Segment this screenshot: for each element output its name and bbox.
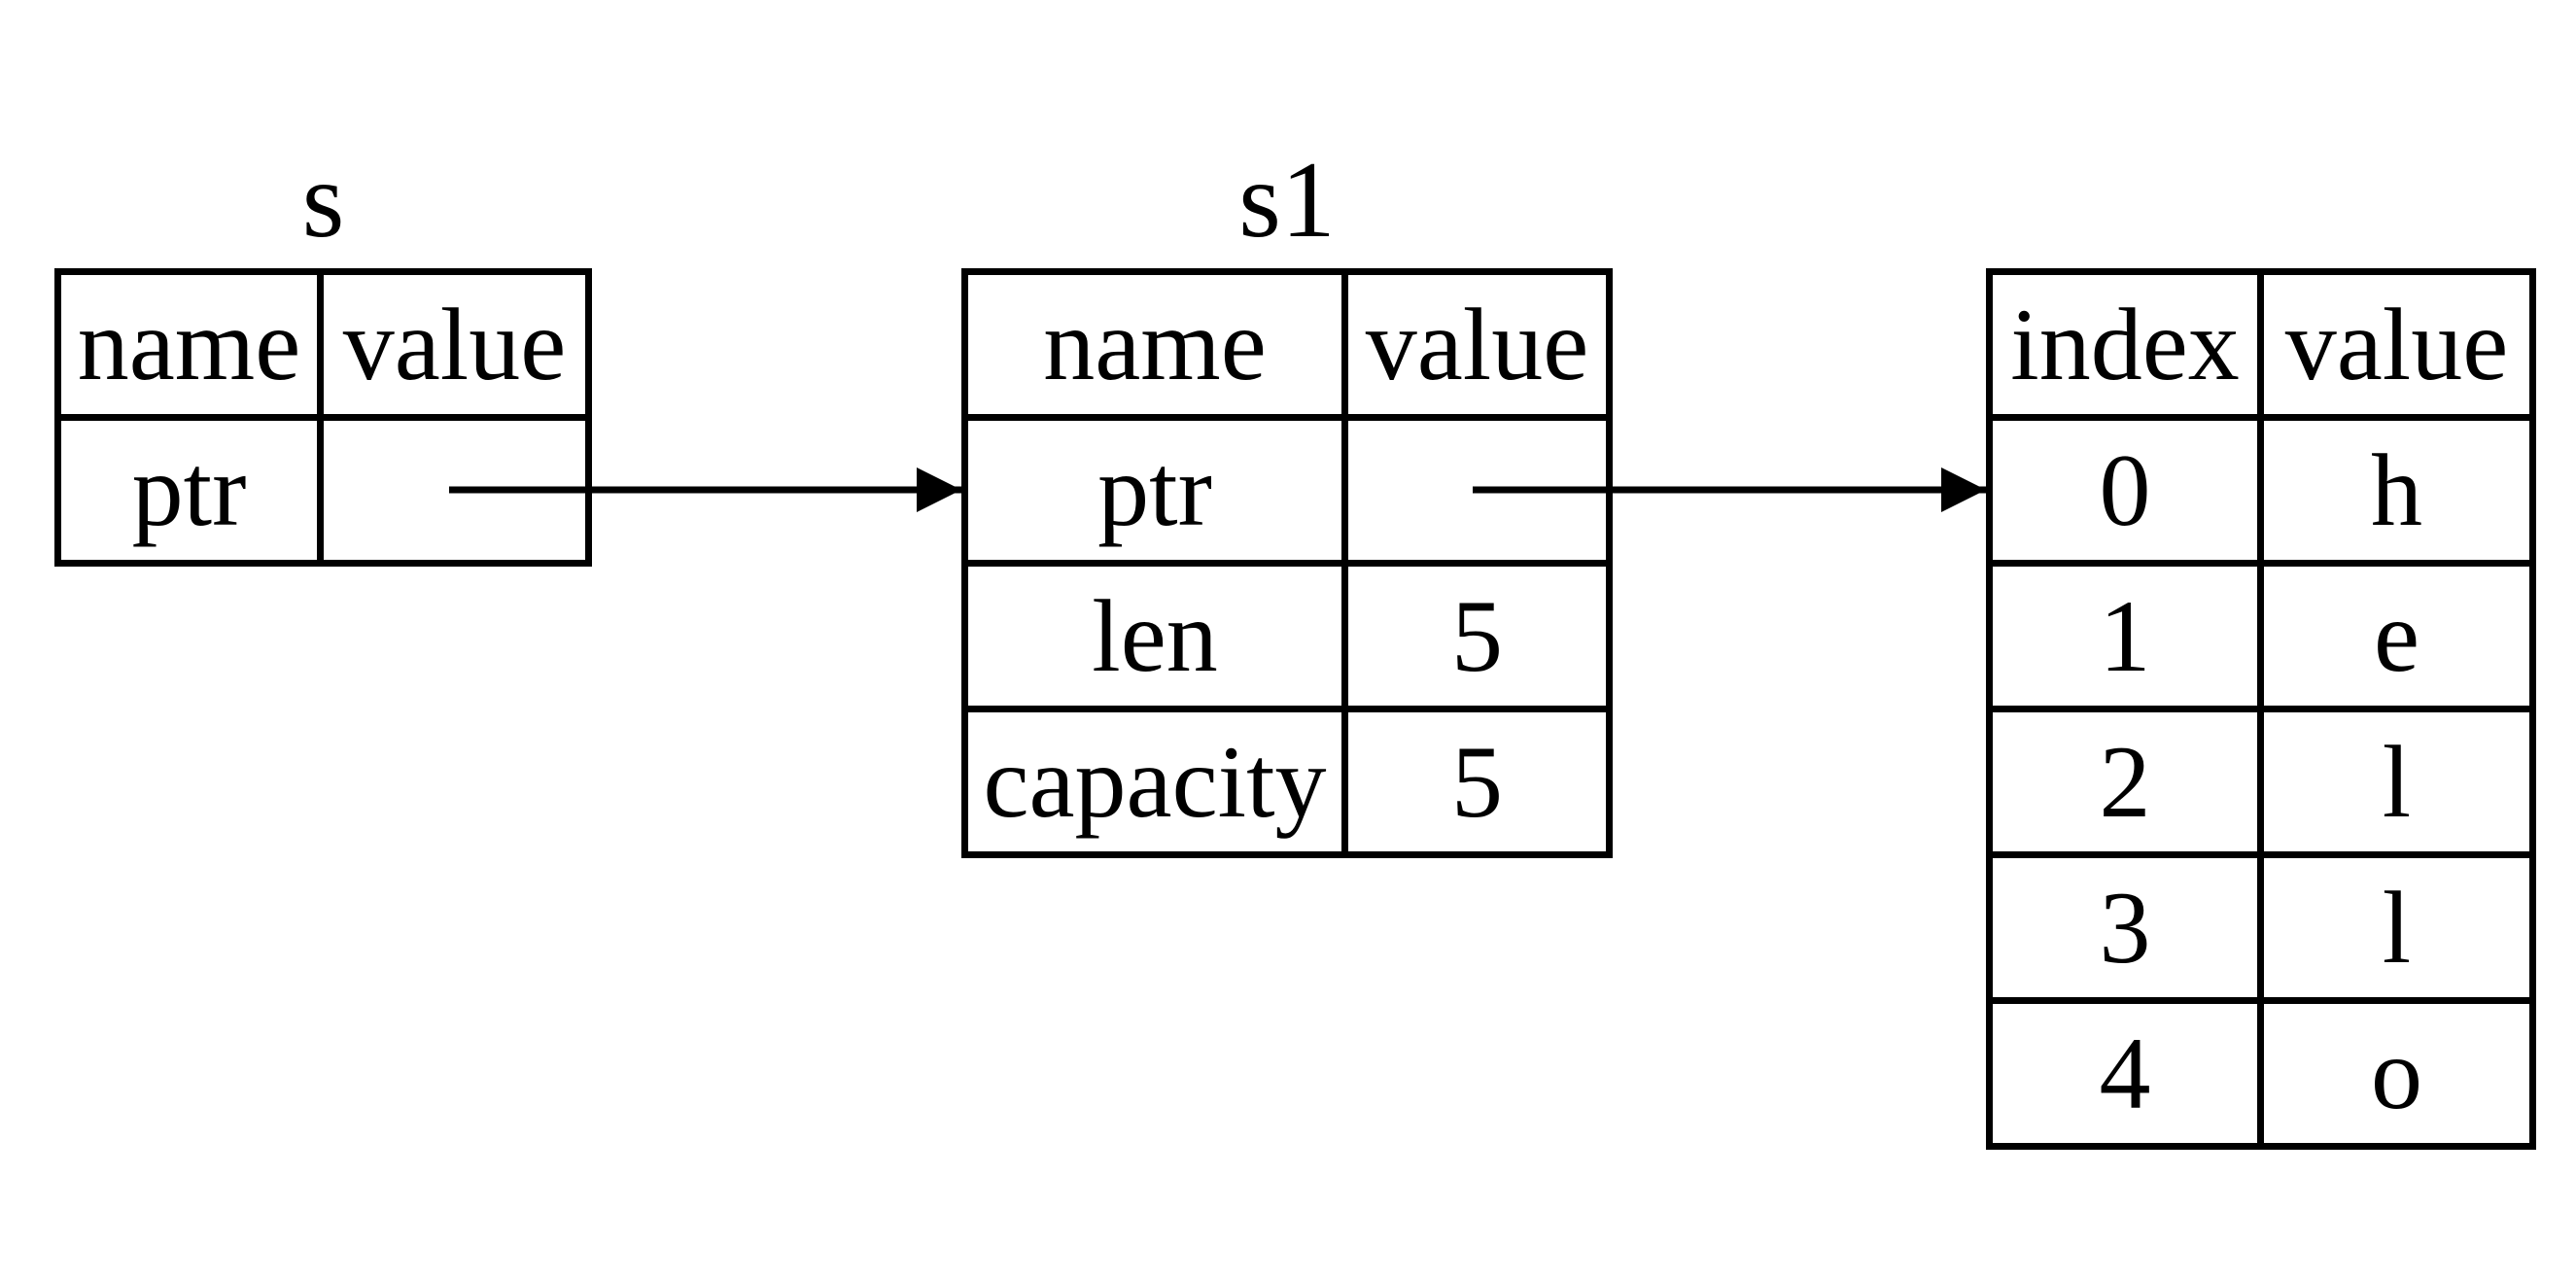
- header-value: value: [1341, 268, 1613, 421]
- header-name: name: [961, 268, 1348, 421]
- cell-s1-ptr-value: [1341, 414, 1613, 567]
- table-heap: index value 0 h 1 e 2 l 3 l 4 o: [1986, 268, 2536, 1150]
- cell-heap-2-value: l: [2257, 706, 2536, 858]
- table-row: len 5: [961, 560, 1613, 712]
- table-s: s name value ptr: [54, 146, 592, 567]
- cell-s1-capacity-value: 5: [1341, 706, 1613, 858]
- cell-s1-capacity-name: capacity: [961, 706, 1348, 858]
- table-row: 3 l: [1986, 851, 2536, 1004]
- header-index: index: [1986, 268, 2264, 421]
- table-row: 2 l: [1986, 706, 2536, 858]
- table-row: name value: [961, 268, 1613, 421]
- cell-heap-3-index: 3: [1986, 851, 2264, 1004]
- table-row: ptr: [54, 414, 592, 567]
- cell-s-ptr-name: ptr: [54, 414, 324, 567]
- header-value: value: [2257, 268, 2536, 421]
- table-heap-grid: index value 0 h 1 e 2 l 3 l 4 o: [1986, 268, 2536, 1150]
- table-s1: s1 name value ptr len 5 capacity 5: [961, 146, 1613, 858]
- table-row: 1 e: [1986, 560, 2536, 712]
- cell-heap-1-value: e: [2257, 560, 2536, 712]
- cell-heap-4-value: o: [2257, 997, 2536, 1150]
- table-s1-title: s1: [1238, 140, 1336, 260]
- table-row: ptr: [961, 414, 1613, 567]
- header-name: name: [54, 268, 324, 421]
- cell-heap-2-index: 2: [1986, 706, 2264, 858]
- header-value: value: [317, 268, 592, 421]
- table-row: name value: [54, 268, 592, 421]
- table-row: capacity 5: [961, 706, 1613, 858]
- cell-heap-4-index: 4: [1986, 997, 2264, 1150]
- cell-s1-len-value: 5: [1341, 560, 1613, 712]
- cell-s1-len-name: len: [961, 560, 1348, 712]
- table-s-title: s: [301, 140, 345, 260]
- cell-s1-ptr-name: ptr: [961, 414, 1348, 567]
- table-s-grid: name value ptr: [54, 268, 592, 567]
- cell-heap-0-index: 0: [1986, 414, 2264, 567]
- table-s1-grid: name value ptr len 5 capacity 5: [961, 268, 1613, 858]
- table-row: index value: [1986, 268, 2536, 421]
- table-row: 0 h: [1986, 414, 2536, 567]
- cell-heap-1-index: 1: [1986, 560, 2264, 712]
- cell-heap-0-value: h: [2257, 414, 2536, 567]
- cell-heap-3-value: l: [2257, 851, 2536, 1004]
- cell-s-ptr-value: [317, 414, 592, 567]
- table-row: 4 o: [1986, 997, 2536, 1150]
